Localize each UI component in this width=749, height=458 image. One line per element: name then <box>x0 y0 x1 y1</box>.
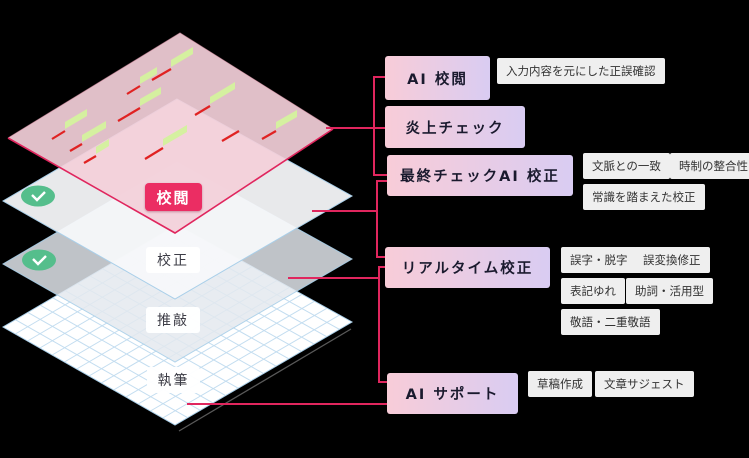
feature-box-final-check: 最終チェックAI 校正 <box>387 155 573 196</box>
layer-label-polish: 推敲 <box>146 307 200 333</box>
note-context-match: 文脈との一致 <box>583 153 670 179</box>
correction-marks <box>51 47 297 164</box>
correction-mark <box>126 67 157 95</box>
note-suggest: 文章サジェスト <box>595 371 694 397</box>
layer-badge-review: 校閲 <box>145 183 202 211</box>
review-layer-accent-edge <box>7 128 334 234</box>
feature-box-realtime: リアルタイム校正 <box>385 247 550 288</box>
feature-box-ai-review: AI 校閲 <box>385 56 490 100</box>
note-notation: 表記ゆれ <box>561 278 625 304</box>
layer-label-write: 執筆 <box>147 367 200 393</box>
check-icon <box>22 249 56 271</box>
check-icon <box>21 185 55 207</box>
note-misconversion: 誤変換修正 <box>634 247 710 273</box>
note-typos: 誤字・脱字 <box>561 247 637 273</box>
correction-mark <box>221 130 240 142</box>
correction-mark <box>194 82 235 116</box>
correction-mark <box>69 121 106 152</box>
layer-plane-review <box>7 32 334 234</box>
layer-shadow-edge <box>178 328 352 432</box>
note-tense-consistency: 時制の整合性 <box>670 153 749 179</box>
correction-mark <box>261 110 297 140</box>
connector-polish-group <box>288 266 387 383</box>
correction-mark <box>51 109 87 140</box>
feature-box-ai-support: AI サポート <box>387 373 518 414</box>
note-honorifics: 敬語・二重敬語 <box>561 309 660 335</box>
layer-label-proofread: 校正 <box>146 247 200 273</box>
correction-mark <box>83 139 109 164</box>
correction-mark <box>151 47 193 81</box>
correction-mark <box>144 125 187 160</box>
note-common-sense: 常識を踏まえた校正 <box>583 184 705 210</box>
note-input-check: 入力内容を元にした正誤確認 <box>497 58 665 84</box>
feature-box-flame-check: 炎上チェック <box>385 106 525 148</box>
correction-mark <box>117 87 161 122</box>
note-particles: 助詞・活用型 <box>626 278 713 304</box>
connector-proofread-group <box>312 180 387 258</box>
connector-lines <box>187 76 387 405</box>
note-draft: 草稿作成 <box>528 371 592 397</box>
connector-review-group <box>326 76 387 176</box>
